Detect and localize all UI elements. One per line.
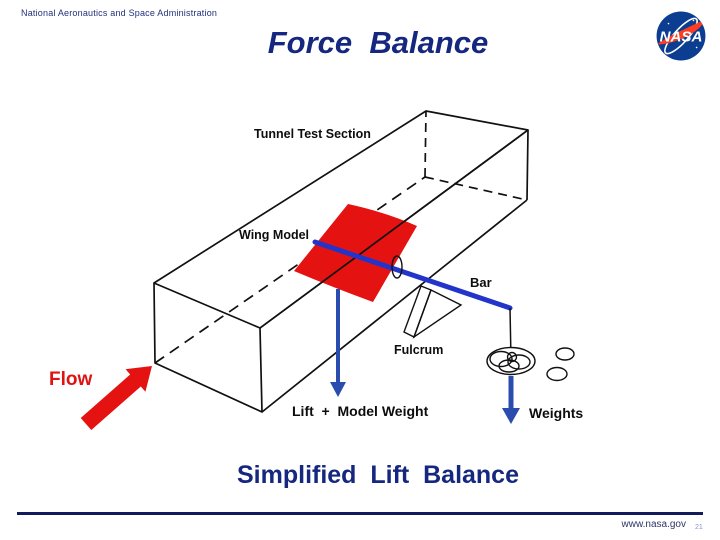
slide-title: Force Balance xyxy=(267,25,489,60)
nasa-gov-link[interactable]: www.nasa.gov xyxy=(621,519,686,530)
box-edge-over-wing xyxy=(259,129,529,329)
balance-bar xyxy=(312,239,513,311)
footer-divider xyxy=(17,512,703,515)
slide-caption: Simplified Lift Balance xyxy=(237,461,519,489)
box-top-back-edges xyxy=(153,110,529,284)
box-hidden-bottom-edge xyxy=(424,176,528,201)
nasa-logo: NASA xyxy=(656,11,706,61)
lift-arrow xyxy=(330,289,346,397)
weights-arrowhead xyxy=(502,408,520,424)
fulcrum-triangle xyxy=(412,289,463,339)
weights-arrow xyxy=(502,376,520,424)
bar-label: Bar xyxy=(470,275,492,290)
weight-inner-1 xyxy=(489,350,513,368)
weight-inner-4 xyxy=(506,351,518,363)
box-front-face xyxy=(153,282,263,413)
logo-orbit xyxy=(664,17,698,55)
agency-name: National Aeronautics and Space Administr… xyxy=(21,8,218,18)
weight-loose-2 xyxy=(546,366,568,382)
fulcrum-label: Fulcrum xyxy=(394,343,444,357)
lift-model-weight-label: Lift + Model Weight xyxy=(292,403,429,419)
flow-label: Flow xyxy=(49,369,93,390)
weights-label: Weights xyxy=(529,405,584,421)
lift-arrowhead xyxy=(330,382,346,397)
fulcrum-shape xyxy=(403,285,463,339)
weight-inner-2 xyxy=(507,354,531,370)
box-hidden-vertical-edge xyxy=(424,110,427,178)
wing-model-shape xyxy=(294,204,417,302)
logo-swoosh xyxy=(657,19,706,45)
box-bottom-front-edge xyxy=(261,199,528,413)
logo-text: NASA xyxy=(660,29,703,46)
wing-model-label: Wing Model xyxy=(239,228,310,242)
flow-arrow xyxy=(80,366,152,430)
box-hidden-long-edge xyxy=(154,176,426,364)
weight-loose-1 xyxy=(555,347,575,361)
pivot-ring xyxy=(391,255,403,279)
weights-stack xyxy=(486,346,575,382)
page-number: 21 xyxy=(695,524,703,531)
tunnel-test-section-label: Tunnel Test Section xyxy=(254,127,371,141)
